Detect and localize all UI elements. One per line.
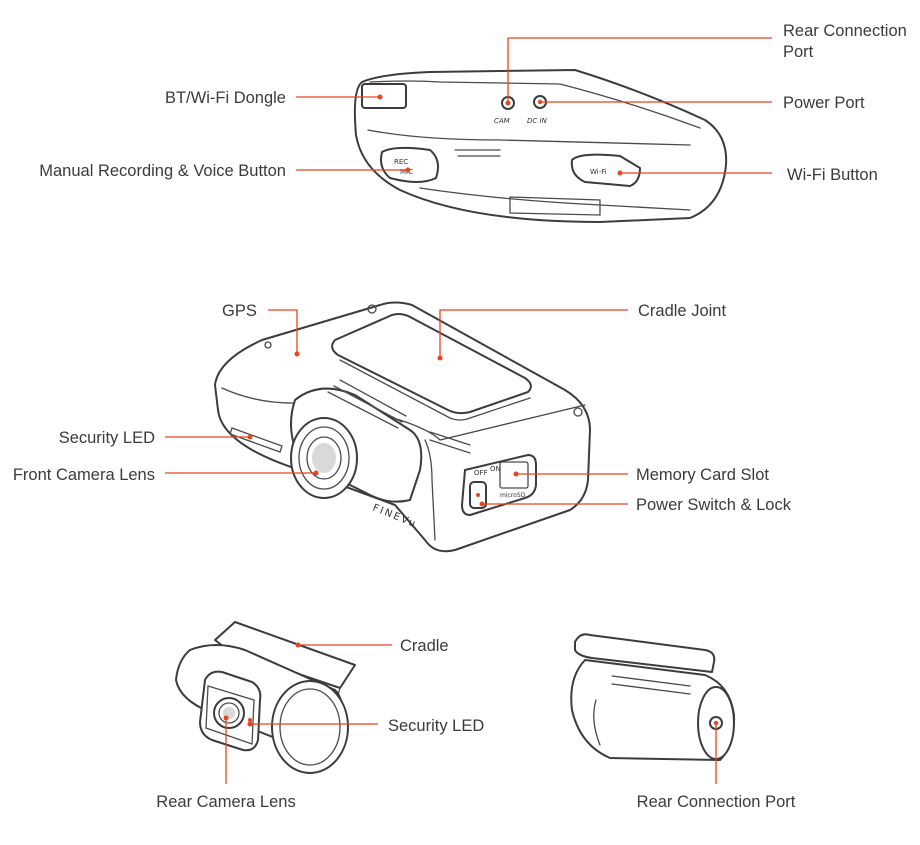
rear-camera-back-view (570, 633, 736, 761)
label-wifi-button: Wi-Fi Button (787, 166, 878, 184)
label-bt-wifi-dongle: BT/Wi-Fi Dongle (165, 89, 286, 107)
label-memory-card-slot: Memory Card Slot (636, 466, 769, 484)
label-cradle: Cradle (400, 637, 449, 655)
dashcam-main-view: FINEVu OFF ON microSD (214, 301, 591, 553)
label-cradle-joint: Cradle Joint (638, 302, 726, 320)
label-power-port: Power Port (783, 94, 865, 112)
label-rear-connection-port-top-2: Port (783, 43, 814, 61)
label-rear-camera-lens: Rear Camera Lens (156, 793, 295, 811)
cam-marking: CAM (494, 117, 510, 125)
microsd-marking: microSD (500, 492, 526, 499)
label-power-switch-lock: Power Switch & Lock (636, 496, 792, 514)
label-front-camera-lens: Front Camera Lens (13, 466, 155, 484)
wifi-marking: Wi-Fi (590, 168, 607, 176)
label-manual-recording-voice-button: Manual Recording & Voice Button (39, 162, 286, 180)
label-gps: GPS (222, 302, 257, 320)
dcin-marking: DC IN (527, 117, 548, 125)
label-rear-connection-port-top-1: Rear Connection (783, 22, 907, 40)
rec-marking: REC (394, 158, 408, 166)
on-marking: ON (490, 465, 501, 473)
label-rear-connection-port-bottom: Rear Connection Port (637, 793, 796, 811)
dashcam-side-view: CAM DC IN REC MIC Wi-Fi (353, 69, 728, 223)
bottom-left-leaders (223, 642, 392, 784)
top-leaders (296, 37, 772, 176)
label-security-led-front: Security LED (59, 429, 155, 447)
middle-leaders (165, 309, 628, 507)
rear-camera-front-view (175, 621, 356, 774)
off-marking: OFF (474, 469, 488, 477)
label-security-led-rear: Security LED (388, 717, 484, 735)
